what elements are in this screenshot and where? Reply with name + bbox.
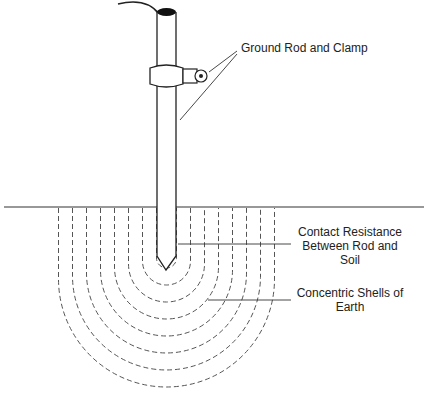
leader-line [180, 54, 237, 120]
leader-line [178, 244, 291, 245]
rod-top [157, 8, 176, 16]
callout-label: Contact Resistance Between Rod and Soil [294, 225, 406, 267]
ground-rod [157, 12, 176, 270]
callout-label: Concentric Shells of Earth [294, 286, 406, 314]
ground-surface [4, 206, 424, 207]
clamp-bolt-head [195, 70, 207, 82]
clamp-ring [150, 65, 183, 87]
ground-wire [118, 2, 159, 14]
leader-line [208, 300, 291, 301]
callout-label: Ground Rod and Clamp [241, 41, 391, 55]
clamp-bolt-center [199, 74, 203, 78]
leader-line [209, 51, 237, 72]
